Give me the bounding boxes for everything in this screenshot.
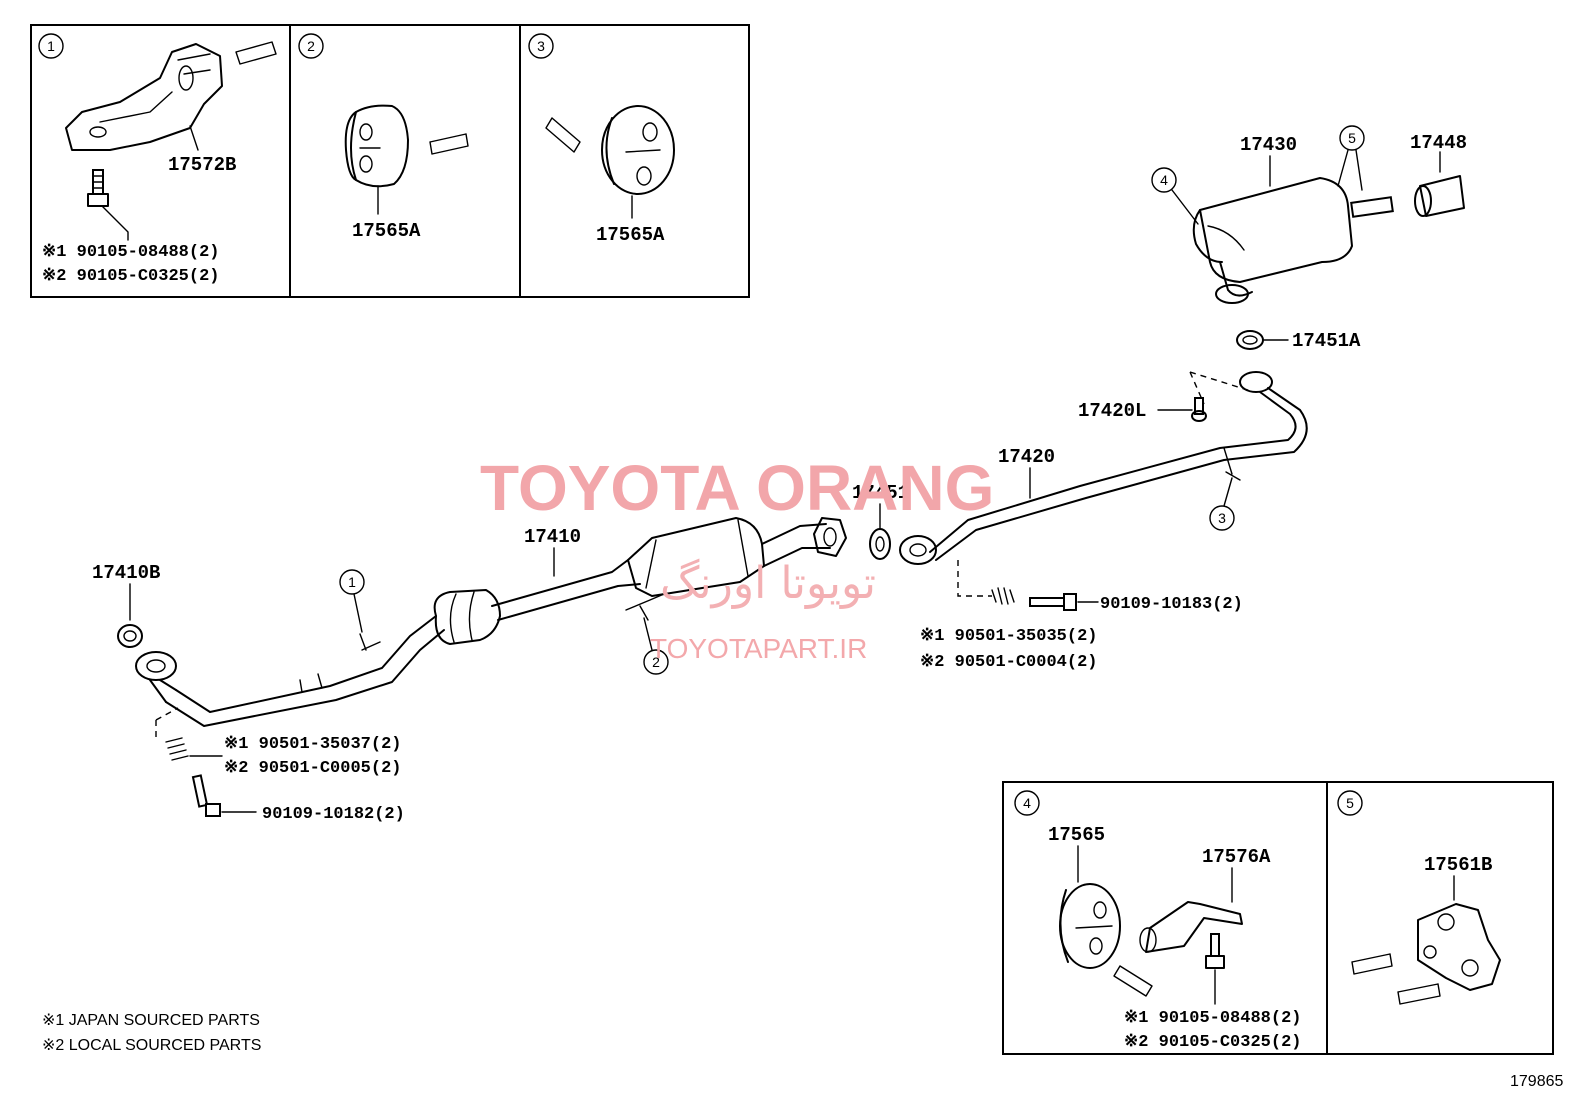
gasket-a-part: 17451A [1292, 330, 1361, 352]
front-converter-icon [433, 589, 501, 645]
gasket-17451: 17451 [852, 482, 909, 560]
footnote-2: ※2 LOCAL SOURCED PARTS [42, 1037, 261, 1054]
panel-3: 3 17565A [528, 33, 675, 246]
center-pipe-part: 17410 [524, 526, 581, 548]
center-pipe-assembly: 17410 1 [135, 517, 847, 727]
callout-4: 4 [1160, 172, 1168, 188]
hanger-bracket-icon [65, 43, 223, 151]
panel-3-part: 17565A [596, 224, 665, 246]
rod-icon [1351, 953, 1441, 1005]
clamp-bolt-icon [1191, 397, 1207, 422]
front-hardware: 17410B ※1 90501-35037(2) ※2 90501-C0005(… [92, 562, 405, 824]
callout-2: 2 [652, 654, 660, 670]
panel-1-bolt-2: ※2 90105-C0325(2) [42, 267, 219, 286]
gasket-icon [1236, 330, 1264, 350]
rubber-hanger-icon [344, 104, 409, 188]
footnote-1: ※1 JAPAN SOURCED PARTS [42, 1012, 260, 1029]
muffler-icon [1192, 177, 1394, 304]
rod-icon [545, 117, 581, 153]
bolt-icon [1029, 593, 1077, 611]
spring-rear-1: ※1 90501-35035(2) [920, 627, 1097, 646]
panel-1-bolt-1: ※1 90105-08488(2) [42, 243, 219, 262]
panel-4-callout: 4 [1023, 795, 1031, 811]
tail-pipe-part: 17420 [998, 446, 1055, 468]
panel-4-part-b: 17576A [1202, 846, 1271, 868]
bolt-icon [1205, 933, 1225, 969]
bolt-icon [87, 169, 109, 207]
muffler-part: 17430 [1240, 134, 1297, 156]
bolt-front: 90109-10182(2) [262, 805, 405, 824]
detail-panels-top: 1 17572B ※1 90105-08488(2) ※2 90105-C032… [30, 24, 750, 298]
callout-5: 5 [1348, 130, 1356, 146]
rod-icon [429, 133, 469, 155]
tail-tip-part: 17448 [1410, 132, 1467, 154]
bolt-rear: 90109-10183(2) [1100, 595, 1243, 614]
detail-panels-bottom: 4 17565 17576A [1002, 781, 1554, 1055]
panel-2: 2 17565A [298, 33, 469, 242]
panel-1-part: 17572B [168, 154, 236, 176]
rear-converter-icon [627, 517, 765, 597]
panel-5-callout: 5 [1346, 795, 1354, 811]
watermark-site: TOYOTAPART.IR [650, 633, 867, 664]
panel-5: 5 17561B [1337, 790, 1501, 1005]
tail-tip-icon [1414, 175, 1465, 217]
panel-2-part: 17565A [352, 220, 421, 242]
spring-rear-2: ※2 90501-C0004(2) [920, 653, 1097, 672]
bolt-icon [191, 774, 221, 817]
flange-icon [813, 517, 847, 557]
clamp-part: 17420L [1078, 400, 1146, 422]
panel-3-callout: 3 [537, 38, 545, 54]
callout-3: 3 [1218, 510, 1226, 526]
panel-2-callout: 2 [307, 38, 315, 54]
callout-1: 1 [348, 574, 356, 590]
front-gasket-part: 17410B [92, 562, 160, 584]
spring-front-1: ※1 90501-35037(2) [224, 735, 401, 754]
muffler-assembly: 17430 4 5 17448 17451A [1151, 125, 1467, 352]
rod-icon [1113, 965, 1153, 997]
rubber-hanger-icon [1059, 883, 1121, 969]
watermark-brand-fa: تویوتا اورنگ [660, 558, 876, 609]
watermark-brand: TOYOTA ORANG [480, 452, 994, 524]
tail-pipe-assembly: 17420L 3 17420 90109-10183(2) ※1 90501-3… [899, 371, 1308, 672]
panel-4-bolt-1: ※1 90105-08488(2) [1124, 1009, 1301, 1028]
diagram-code: 179865 [1510, 1073, 1563, 1090]
panel-5-part: 17561B [1424, 854, 1492, 876]
panel-4-bolt-2: ※2 90105-C0325(2) [1124, 1033, 1301, 1052]
rubber-hanger-icon [601, 105, 675, 195]
bracket-icon [1139, 901, 1243, 953]
rod-icon [235, 41, 277, 65]
spring-icon [991, 587, 1015, 605]
rubber-hanger-icon [1417, 903, 1501, 991]
spring-icon [165, 737, 189, 761]
panel-4-part-a: 17565 [1048, 824, 1105, 846]
panel-4: 4 17565 17576A [1014, 790, 1301, 1052]
panel-1-callout: 1 [47, 38, 55, 54]
spring-front-2: ※2 90501-C0005(2) [224, 759, 401, 778]
panel-1: 1 17572B ※1 90105-08488(2) ※2 90105-C032… [38, 33, 277, 286]
gasket-part: 17451 [852, 482, 909, 504]
